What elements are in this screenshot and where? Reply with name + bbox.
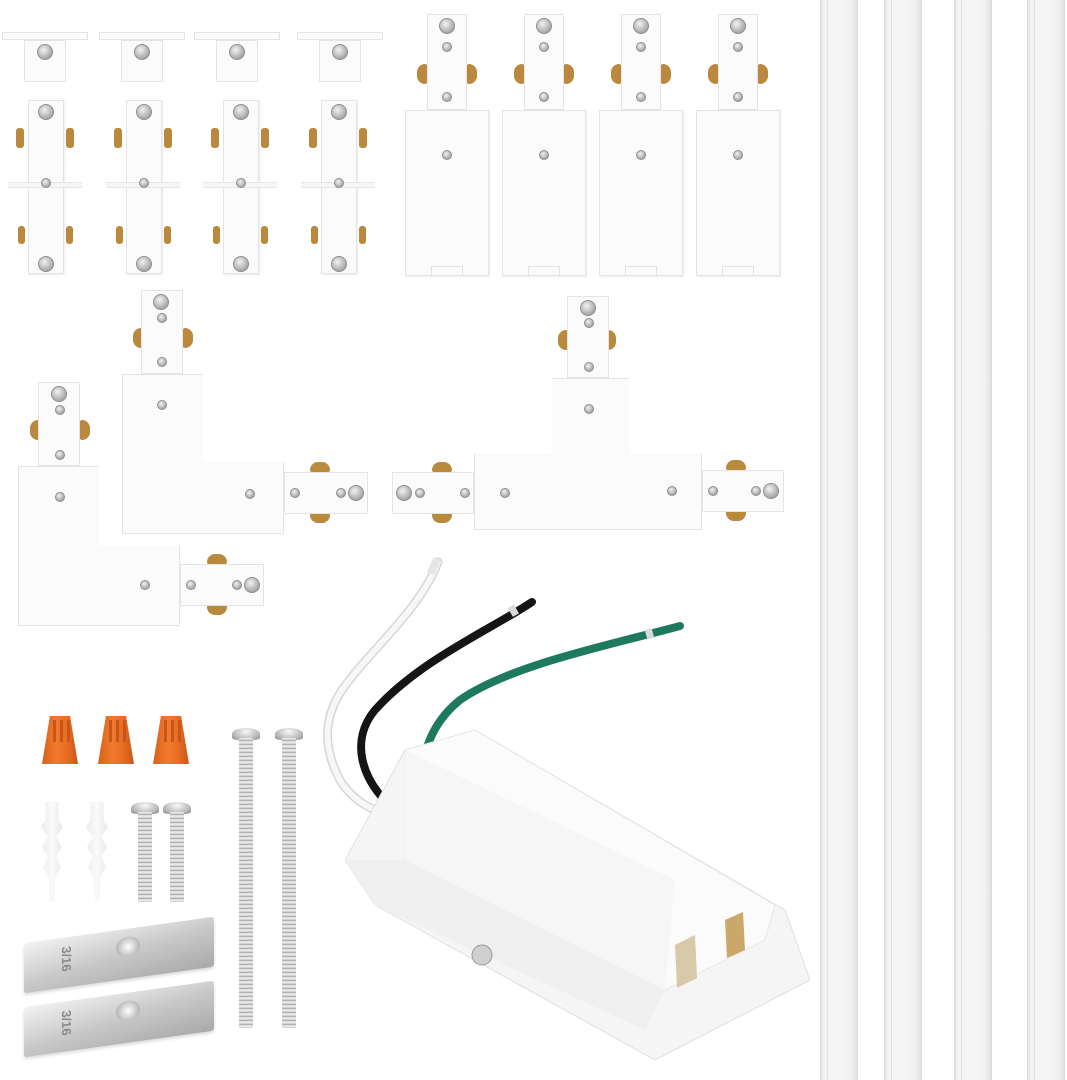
live-end-feed (599, 12, 683, 278)
screw-icon (51, 386, 67, 402)
screw-icon (37, 44, 53, 60)
screw-icon (186, 580, 196, 590)
screw-icon (348, 485, 364, 501)
screw-icon (55, 405, 65, 415)
screw-icon (539, 92, 549, 102)
screw-icon (38, 256, 54, 272)
dead-end-cap (194, 32, 280, 82)
canopy-feed-body (344, 729, 811, 1061)
straight-connector (299, 98, 379, 276)
screw-icon (667, 486, 677, 496)
toggle-bolt-stamp: 3/16 (59, 1009, 75, 1037)
straight-connector (201, 98, 281, 276)
long-screw-icon (282, 738, 296, 1028)
screw-icon (442, 42, 452, 52)
screw-icon (157, 357, 167, 367)
screw-icon (139, 178, 149, 188)
screw-icon (157, 313, 167, 323)
screw-icon (55, 492, 65, 502)
wire-nut-icon (98, 716, 134, 764)
screw-head-icon (232, 728, 260, 740)
screw-icon (140, 580, 150, 590)
screw-icon (442, 92, 452, 102)
screw-icon (580, 300, 596, 316)
screw-icon (334, 178, 344, 188)
track-rail (1027, 0, 1065, 1080)
screw-icon (733, 42, 743, 52)
screw-icon (290, 488, 300, 498)
screw-icon (708, 486, 718, 496)
screw-icon (730, 18, 746, 34)
track-rail (884, 0, 922, 1080)
screw-icon (41, 178, 51, 188)
wires-icon (323, 557, 684, 825)
toggle-bolt-icon: 3/16 (24, 980, 214, 1058)
live-end-feed (696, 12, 780, 278)
screw-icon (232, 580, 242, 590)
screw-icon (539, 42, 549, 52)
live-end-feed (502, 12, 586, 278)
screw-icon (500, 488, 510, 498)
screw-icon (584, 404, 594, 414)
screw-icon (236, 178, 246, 188)
live-end-feed (405, 12, 489, 278)
screw-icon (415, 488, 425, 498)
straight-connector (6, 98, 86, 276)
track-rail (954, 0, 992, 1080)
screw-icon (233, 104, 249, 120)
straight-connector (104, 98, 184, 276)
screw-icon (636, 150, 646, 160)
screw-icon (136, 256, 152, 272)
screw-icon (633, 18, 649, 34)
screw-icon (331, 256, 347, 272)
screw-icon (396, 485, 412, 501)
screw-icon (539, 150, 549, 160)
screw-icon (439, 18, 455, 34)
screw-icon (763, 483, 779, 499)
screw-icon (636, 92, 646, 102)
screw-icon (245, 489, 255, 499)
screw-head-icon (275, 728, 303, 740)
short-screw-icon (138, 812, 152, 902)
long-screw-icon (239, 738, 253, 1028)
plastic-anchor-icon (86, 802, 108, 902)
track-rail (820, 0, 858, 1080)
screw-icon (244, 577, 260, 593)
screw-icon (233, 256, 249, 272)
screw-icon (584, 318, 594, 328)
screw-icon (751, 486, 761, 496)
screw-icon (733, 92, 743, 102)
short-screw-icon (170, 812, 184, 902)
screw-icon (38, 104, 54, 120)
screw-icon (157, 400, 167, 410)
screw-icon (536, 18, 552, 34)
screw-head-icon (163, 802, 191, 814)
screw-icon (460, 488, 470, 498)
screw-icon (584, 362, 594, 372)
dead-end-cap (99, 32, 185, 82)
screw-icon (332, 44, 348, 60)
plastic-anchor-icon (41, 802, 63, 902)
screw-icon (331, 104, 347, 120)
screw-icon (336, 488, 346, 498)
screw-icon (136, 104, 152, 120)
screw-icon (733, 150, 743, 160)
screw-icon (442, 150, 452, 160)
toggle-bolt-stamp: 3/16 (59, 945, 75, 973)
wire-nut-icon (153, 716, 189, 764)
screw-icon (636, 42, 646, 52)
screw-icon (55, 450, 65, 460)
wire-nut-icon (42, 716, 78, 764)
dead-end-cap (297, 32, 383, 82)
dead-end-cap (2, 32, 88, 82)
screw-head-icon (131, 802, 159, 814)
toggle-bolt-icon: 3/16 (24, 916, 214, 994)
screw-icon (153, 294, 169, 310)
screw-icon (229, 44, 245, 60)
screw-icon (134, 44, 150, 60)
